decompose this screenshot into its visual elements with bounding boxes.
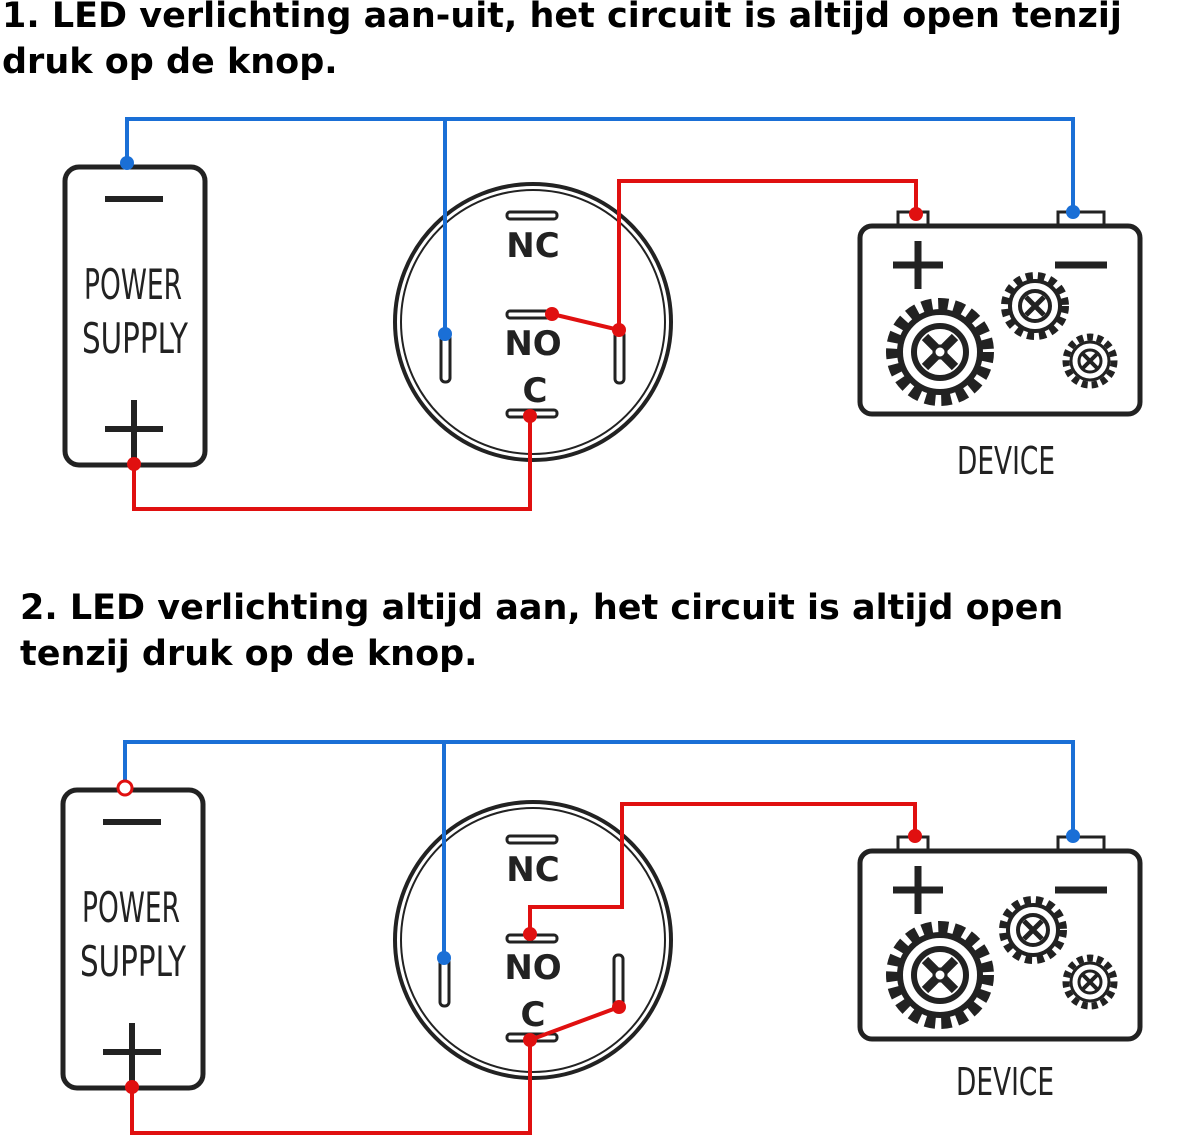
diagram-1-heading-line-1: 1. LED verlichting aan-uit, het circuit … (2, 0, 1122, 36)
positive-wire-device (528, 802, 917, 934)
device-label: DEVICE (957, 439, 1055, 483)
nc-label: NC (506, 850, 559, 890)
nc-label: NC (506, 226, 559, 266)
led-positive-terminal (613, 329, 626, 385)
diagram-2-heading-line-1: 2. LED verlichting altijd aan, het circu… (20, 588, 1064, 628)
diagram-2: POWER SUPPLY NC NO C DEVICE (60, 740, 1143, 1135)
diagram-2-heading-line-2: tenzij druk op de knop. (20, 634, 478, 674)
negative-wire (125, 117, 1075, 334)
wires-2 (116, 740, 1080, 1135)
plus-icon (893, 241, 943, 289)
diagram-1: POWER SUPPLY NC NO C DEVICE (62, 117, 1143, 511)
diagram-2-heading: 2. LED verlichting altijd aan, het circu… (20, 585, 1063, 677)
c-label: C (523, 371, 548, 411)
power-supply-2: POWER SUPPLY (60, 787, 206, 1091)
nc-terminal (505, 210, 559, 221)
device-1: DEVICE (857, 210, 1143, 483)
device-2: DEVICE (857, 835, 1143, 1104)
diagram-1-heading-line-2: druk op de knop. (2, 42, 338, 82)
negative-wire (123, 740, 1075, 958)
plus-icon (105, 400, 163, 458)
positive-wire-device (551, 179, 918, 333)
positive-wire-supply (132, 416, 532, 511)
led-negative-terminal (439, 332, 452, 384)
wires-1 (120, 117, 1080, 511)
power-supply-label-line-2: SUPPLY (80, 937, 186, 986)
device-label: DEVICE (956, 1060, 1054, 1104)
power-supply-1: POWER SUPPLY (62, 164, 208, 468)
c-label: C (521, 995, 546, 1035)
diagram-1-heading: 1. LED verlichting aan-uit, het circuit … (2, 0, 1122, 85)
plus-icon (103, 1023, 161, 1081)
led-positive-terminal (612, 953, 625, 1009)
led-wire (529, 1005, 620, 1042)
push-button-switch-1: NC NO C (393, 182, 673, 462)
nc-terminal (505, 834, 559, 845)
power-supply-label-line-1: POWER (84, 260, 182, 309)
led-negative-terminal (438, 956, 451, 1008)
no-label: NO (504, 948, 561, 988)
plus-icon (893, 866, 943, 914)
power-supply-label-line-2: SUPPLY (82, 314, 188, 363)
positive-wire-supply (130, 1040, 532, 1135)
power-supply-label-line-1: POWER (82, 883, 180, 932)
no-label: NO (504, 324, 561, 364)
